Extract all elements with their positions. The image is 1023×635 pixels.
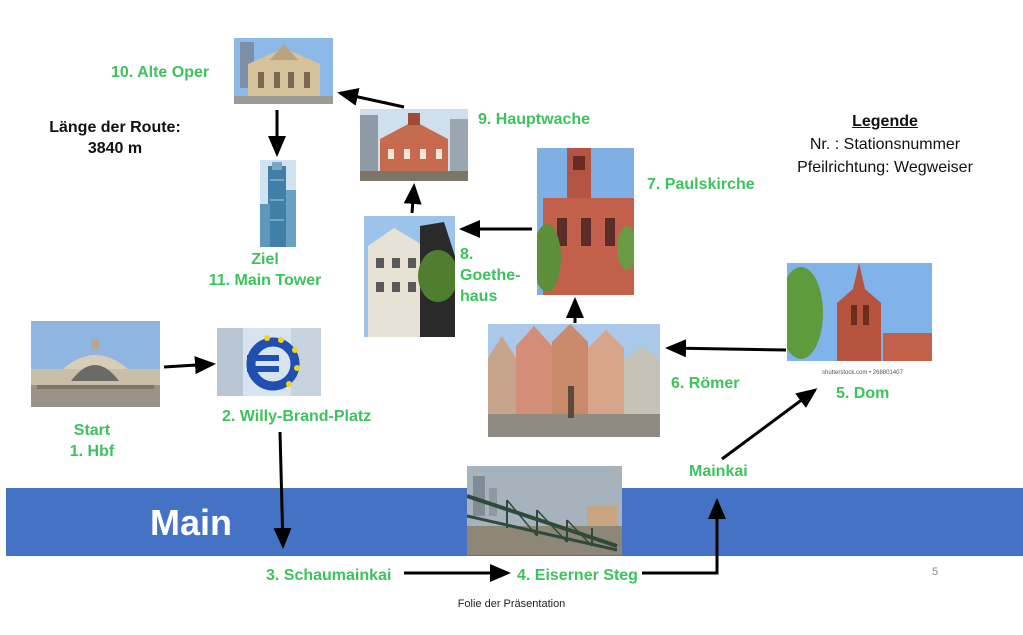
legend: Legende Nr. : Stationsnummer Pfeilrichtu…: [780, 110, 990, 179]
station-goethe-number: 8.: [460, 246, 474, 263]
photo-paulskirche: [537, 148, 634, 295]
photo-euro-sculpture: [217, 328, 321, 396]
station-dom: 5. Dom: [836, 385, 890, 402]
station-goethe-line2: Goethe-: [460, 267, 521, 284]
arrow-mainkai-to-dom: [721, 388, 818, 461]
station-schaumainkai: 3. Schaumainkai: [266, 567, 392, 584]
legend-title: Legende: [852, 113, 918, 130]
station-start-line: Start: [73, 422, 111, 439]
arrow-hauptwache-to-alteoper: [337, 88, 405, 109]
photo-alte-oper: [234, 38, 333, 104]
photo-main-tower: [260, 160, 296, 247]
station-goethe-line3: haus: [460, 288, 498, 305]
station-hauptwache: 9. Hauptwache: [478, 111, 591, 128]
station-start-hbf: Start 1. Hbf: [42, 420, 142, 462]
station-eiserner-steg: 4. Eiserner Steg: [517, 567, 638, 584]
legend-line-station-number: Nr. : Stationsnummer: [809, 136, 961, 153]
arrow-hbf-to-willy: [163, 356, 216, 375]
slide-footer: Folie der Präsentation: [457, 598, 566, 610]
arrow-goethe-to-hauptwache: [403, 183, 422, 214]
arrow-dom-to-roemer: [665, 339, 787, 358]
station-alte-oper: 10. Alte Oper: [111, 64, 210, 81]
route-length: Länge der Route: 3840 m: [40, 117, 190, 159]
page-number: 5: [932, 566, 939, 578]
photo-goethehaus: [364, 216, 455, 337]
photo-hauptbahnhof: [31, 321, 160, 407]
station-willy-brand-platz: 2. Willy-Brand-Platz: [222, 408, 372, 425]
river-label: Main: [150, 502, 233, 543]
station-ziel-line: Ziel: [251, 251, 279, 268]
photo-roemer: [488, 324, 660, 437]
route-length-label: Länge der Route:: [49, 119, 181, 136]
photo-eiserner-steg: [467, 466, 622, 555]
route-length-value: 3840 m: [87, 140, 143, 157]
station-main-tower: Ziel 11. Main Tower: [195, 249, 335, 291]
station-goethehaus: 8. Goethe- haus: [460, 244, 520, 307]
legend-line-arrow-direction: Pfeilrichtung: Wegweiser: [797, 159, 973, 176]
photo-credit: shutterstock.com • 268801407: [822, 370, 903, 376]
station-paulskirche: 7. Paulskirche: [647, 176, 755, 193]
station-mainkai: Mainkai: [689, 463, 748, 480]
station-roemer: 6. Römer: [671, 375, 740, 392]
station-hbf-line: 1. Hbf: [69, 443, 115, 460]
station-main-tower-line: 11. Main Tower: [208, 272, 322, 289]
photo-hauptwache: [360, 109, 468, 181]
photo-dom: [787, 263, 932, 369]
